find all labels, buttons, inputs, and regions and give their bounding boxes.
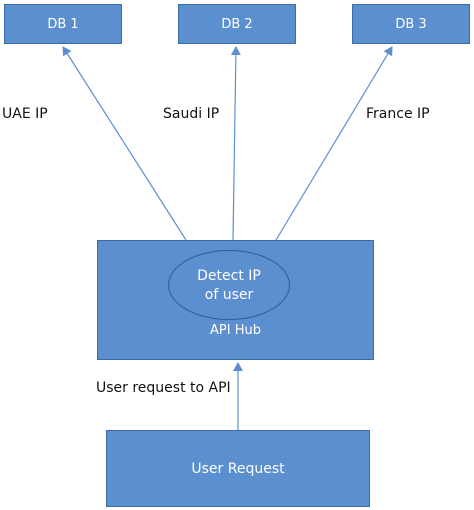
db-1-box: DB 1 [4, 4, 122, 44]
detect-ip-line2: of user [204, 287, 254, 303]
api-hub-label: API Hub [210, 323, 261, 338]
db-1-label: DB 1 [47, 16, 79, 32]
detect-ip-line1: Detect IP [197, 268, 261, 284]
api-hub-box: Detect IP of user API Hub [97, 240, 374, 360]
db-2-label: DB 2 [221, 16, 253, 32]
db-3-box: DB 3 [352, 4, 470, 44]
france-ip-label: France IP [366, 106, 430, 122]
db-3-label: DB 3 [395, 16, 427, 32]
user-request-to-api-label: User request to API [96, 380, 231, 396]
db-2-box: DB 2 [178, 4, 296, 44]
saudi-ip-label: Saudi IP [163, 106, 220, 122]
detect-ip-ellipse: Detect IP of user [168, 250, 290, 320]
uae-ip-label: UAE IP [2, 106, 48, 122]
user-request-label: User Request [191, 460, 285, 477]
arrow-hub-to-db1 [62, 46, 187, 241]
arrow-hub-to-db2 [230, 46, 241, 241]
arrow-hub-to-db3 [275, 46, 393, 241]
user-request-box: User Request [106, 430, 370, 507]
